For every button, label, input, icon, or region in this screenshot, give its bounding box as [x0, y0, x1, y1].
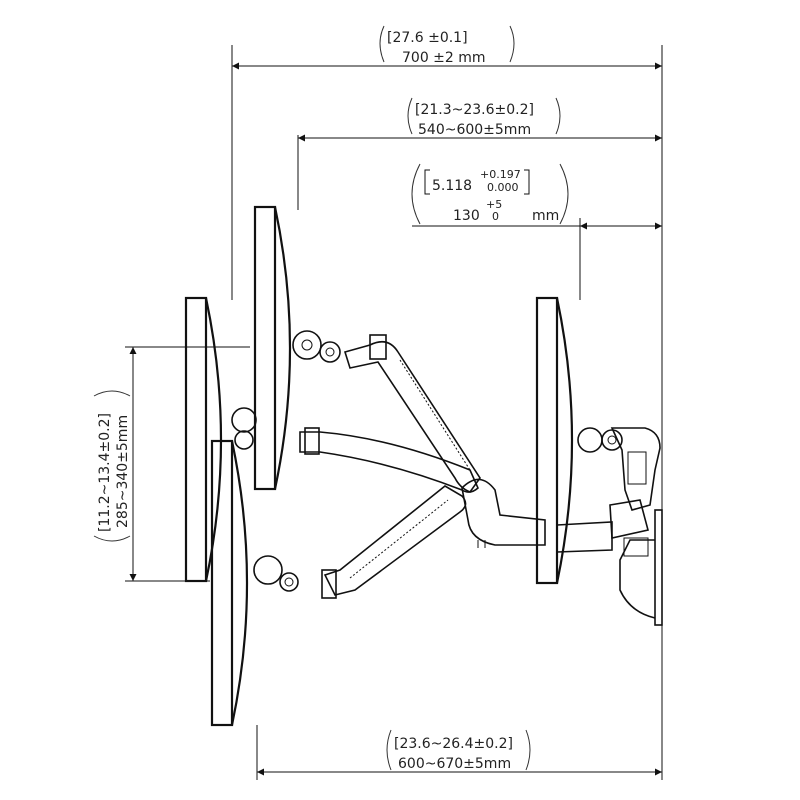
tilt-joints — [231, 330, 623, 592]
wall-offset-inch-plus: +0.197 — [480, 168, 521, 181]
overall-width-mm-label: 700 ±2 mm — [402, 50, 486, 66]
wall-mount-plate — [609, 427, 663, 626]
bottom-reach-mm-label: 600~670±5mm — [398, 756, 511, 772]
height-adjust-inch-label: [11.2~13.4±0.2] — [97, 413, 113, 532]
bottom-reach-inch-label: [23.6~26.4±0.2] — [394, 736, 513, 752]
forearm-horizontal — [299, 427, 479, 493]
main-arm-base — [461, 478, 613, 553]
monitor-middle — [253, 205, 292, 491]
monitor-left-upper — [184, 296, 223, 583]
arm-extension-mm-label: 540~600±5mm — [418, 122, 531, 138]
wall-offset-mm-minus: 0 — [492, 210, 499, 223]
monitor-left-lower — [210, 439, 249, 727]
upper-arm-raised — [343, 334, 481, 493]
wall-offset-inch-base: 5.118 — [432, 178, 472, 194]
monitor-right-retracted — [535, 296, 574, 585]
overall-width-inch-label: [27.6 ±0.1] — [387, 30, 468, 46]
wall-offset-mm-plus: +5 — [486, 198, 502, 211]
wall-offset-mm-unit: mm — [532, 208, 559, 224]
wall-offset-mm-base: 130 — [453, 208, 480, 224]
wall-offset-inch-minus: 0.000 — [487, 181, 519, 194]
height-adjust-mm-label: 285~340±5mm — [115, 415, 131, 528]
dimension-labels: [27.6 ±0.1] 700 ±2 mm [21.3~23.6±0.2] 54… — [93, 25, 569, 772]
dimension-lines — [125, 45, 663, 780]
arm-extension-inch-label: [21.3~23.6±0.2] — [415, 102, 534, 118]
lower-arm — [321, 485, 467, 599]
